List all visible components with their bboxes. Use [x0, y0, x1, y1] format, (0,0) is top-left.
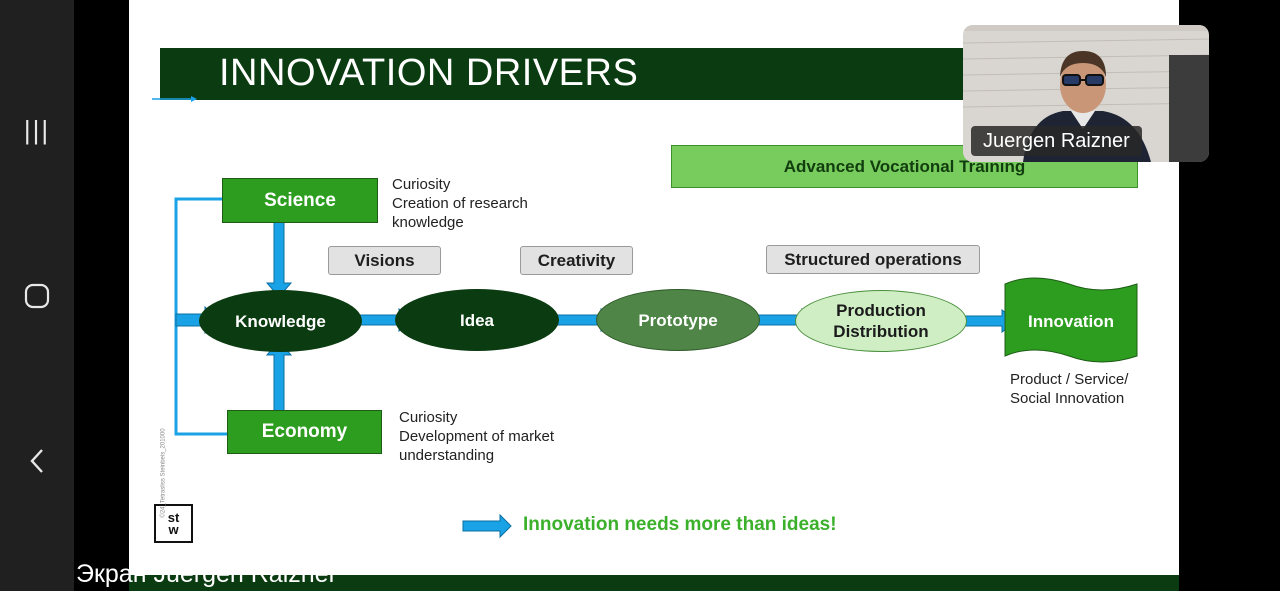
recent-apps-button[interactable]: ||| — [0, 100, 74, 160]
slide-title: INNOVATION DRIVERS — [219, 52, 639, 94]
stw-logo: st w — [154, 504, 193, 543]
participant-video-feed — [963, 25, 1209, 162]
back-icon — [30, 449, 43, 473]
android-navigation-bar: ||| — [0, 0, 74, 591]
economy-box: Economy — [227, 410, 382, 454]
visions-label: Visions — [328, 246, 441, 275]
back-button[interactable] — [0, 431, 74, 491]
screen-share-caption: Экран Juergen Raizner — [76, 560, 337, 588]
idea-node: Idea — [395, 289, 559, 351]
production-distribution-node: Production Distribution — [795, 290, 967, 352]
tagline: Innovation needs more than ideas! — [523, 514, 837, 535]
creativity-label: Creativity — [520, 246, 633, 275]
science-box: Science — [222, 178, 378, 223]
arrow-science-knowledge — [265, 221, 293, 298]
knowledge-node: Knowledge — [199, 290, 362, 352]
economy-note: Curiosity Development of market understa… — [399, 409, 555, 464]
science-note: Curiosity Creation of research knowledge — [392, 176, 528, 231]
structured-operations-label: Structured operations — [766, 245, 980, 274]
home-button[interactable] — [0, 266, 74, 326]
innovation-node: Innovation — [1028, 311, 1114, 331]
innovation-note: Product / Service/ Social Innovation — [1010, 371, 1129, 407]
innovation-flag-shape — [1004, 277, 1138, 363]
participant-name-label: Juergen Raizner — [971, 126, 1142, 156]
prototype-node: Prototype — [596, 289, 760, 351]
slide-vertical-text: ©24_Tetrasliss Steinbeis_201000 — [160, 428, 167, 518]
participant-video-tile[interactable]: Juergen Raizner — [963, 25, 1209, 162]
tagline-arrow — [462, 513, 512, 539]
home-icon — [24, 283, 50, 309]
recents-icon: ||| — [23, 114, 51, 145]
slide-footer-bar — [129, 575, 1179, 591]
